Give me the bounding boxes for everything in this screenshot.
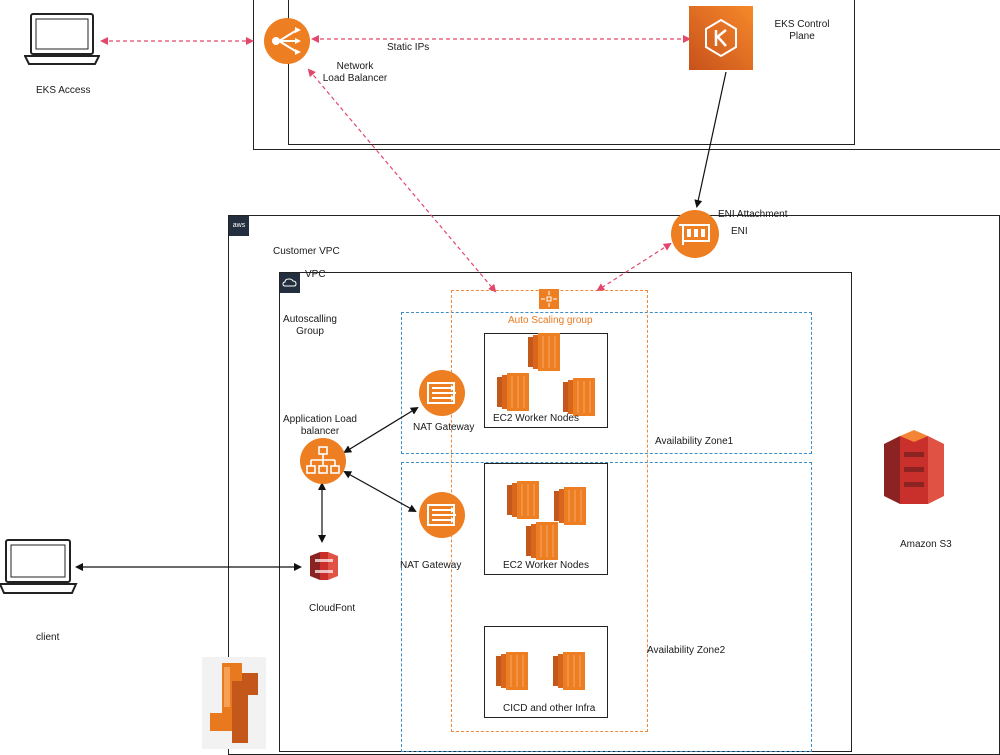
customer-vpc-label: Customer VPC [273, 246, 340, 257]
network-load-balancer-icon[interactable] [263, 17, 311, 65]
edge-nlb-to-asg [307, 68, 497, 293]
network-lb-line1: Network [336, 61, 374, 72]
nat-gateway-icon[interactable] [418, 369, 466, 417]
ec2-instance-icon[interactable] [507, 481, 539, 519]
static-ips-label: Static IPs [387, 42, 430, 53]
vpc-cloud-icon [280, 273, 300, 293]
laptop-icon [0, 539, 78, 594]
network-lb-label: Network Load Balancer [320, 61, 390, 85]
availability-zone-1 [401, 312, 812, 454]
eks-account-boundary [253, 0, 1000, 150]
autoscaling-group-label: Autoscalling Group [278, 314, 342, 338]
edge-alb-to-nat1 [343, 406, 419, 454]
eks-control-plane-label: EKS Control Plane [766, 19, 838, 43]
cicd-group-box [484, 626, 608, 718]
ec2-nodes-1-label: EC2 Worker Nodes [493, 413, 579, 424]
alb-label: Application Load balancer [280, 414, 360, 438]
aws-badge: aws [229, 216, 249, 236]
ec2-nodes-2-label: EC2 Worker Nodes [503, 560, 589, 571]
autoscaling-line2: Group [296, 326, 324, 337]
nat-gateway-2-label: NAT Gateway [400, 560, 462, 571]
ec2-instance-icon[interactable] [497, 373, 529, 411]
eni-label: ENI [731, 226, 748, 237]
auto-scaling-icon [202, 657, 266, 749]
laptop-icon [24, 13, 100, 65]
network-lb-line2: Load Balancer [322, 73, 388, 84]
alb-line1: Application Load [283, 414, 357, 425]
eks-vpc-boundary [288, 0, 855, 145]
amazon-s3-label: Amazon S3 [900, 539, 952, 550]
eks-control-line2: Plane [789, 31, 815, 42]
cloudfront-label: CloudFont [309, 603, 356, 614]
autoscaling-line1: Autoscalling [283, 314, 337, 325]
edge-eni-to-asg [596, 242, 672, 292]
application-load-balancer-icon[interactable] [299, 437, 347, 485]
eks-access-label: EKS Access [36, 85, 91, 96]
ec2-instance-icon[interactable] [496, 652, 528, 690]
availability-zone-2-label: Availability Zone2 [647, 645, 726, 656]
eks-control-line1: EKS Control [774, 19, 830, 30]
nat-gateway-1-label: NAT Gateway [413, 422, 475, 433]
s3-bucket-icon[interactable] [880, 430, 948, 510]
ec2-instance-icon[interactable] [554, 487, 586, 525]
auto-scaling-group-label: Auto Scaling group [508, 315, 593, 326]
aws-badge-text: aws [232, 222, 246, 229]
nat-gateway-icon[interactable] [418, 491, 466, 539]
eni-icon[interactable] [670, 209, 720, 259]
eni-attachment-label: ENI Attachment [718, 209, 788, 220]
auto-scaling-icon [539, 289, 559, 309]
ec2-instance-icon[interactable] [553, 652, 585, 690]
availability-zone-1-label: Availability Zone1 [655, 436, 734, 447]
ec2-instance-icon[interactable] [526, 522, 558, 560]
vpc-label: VPC [305, 269, 326, 280]
edge-eks-control-to-eni [694, 71, 727, 208]
ec2-group-box-2 [484, 463, 608, 575]
cloudfront-icon[interactable] [306, 548, 342, 584]
ec2-instance-icon[interactable] [563, 378, 595, 416]
eks-icon[interactable] [689, 6, 753, 70]
ec2-instance-icon[interactable] [528, 333, 560, 371]
client-label: client [36, 632, 60, 643]
cicd-label: CICD and other Infra [503, 703, 596, 714]
edge-alb-to-nat2 [343, 471, 417, 512]
alb-line2: balancer [300, 426, 340, 437]
